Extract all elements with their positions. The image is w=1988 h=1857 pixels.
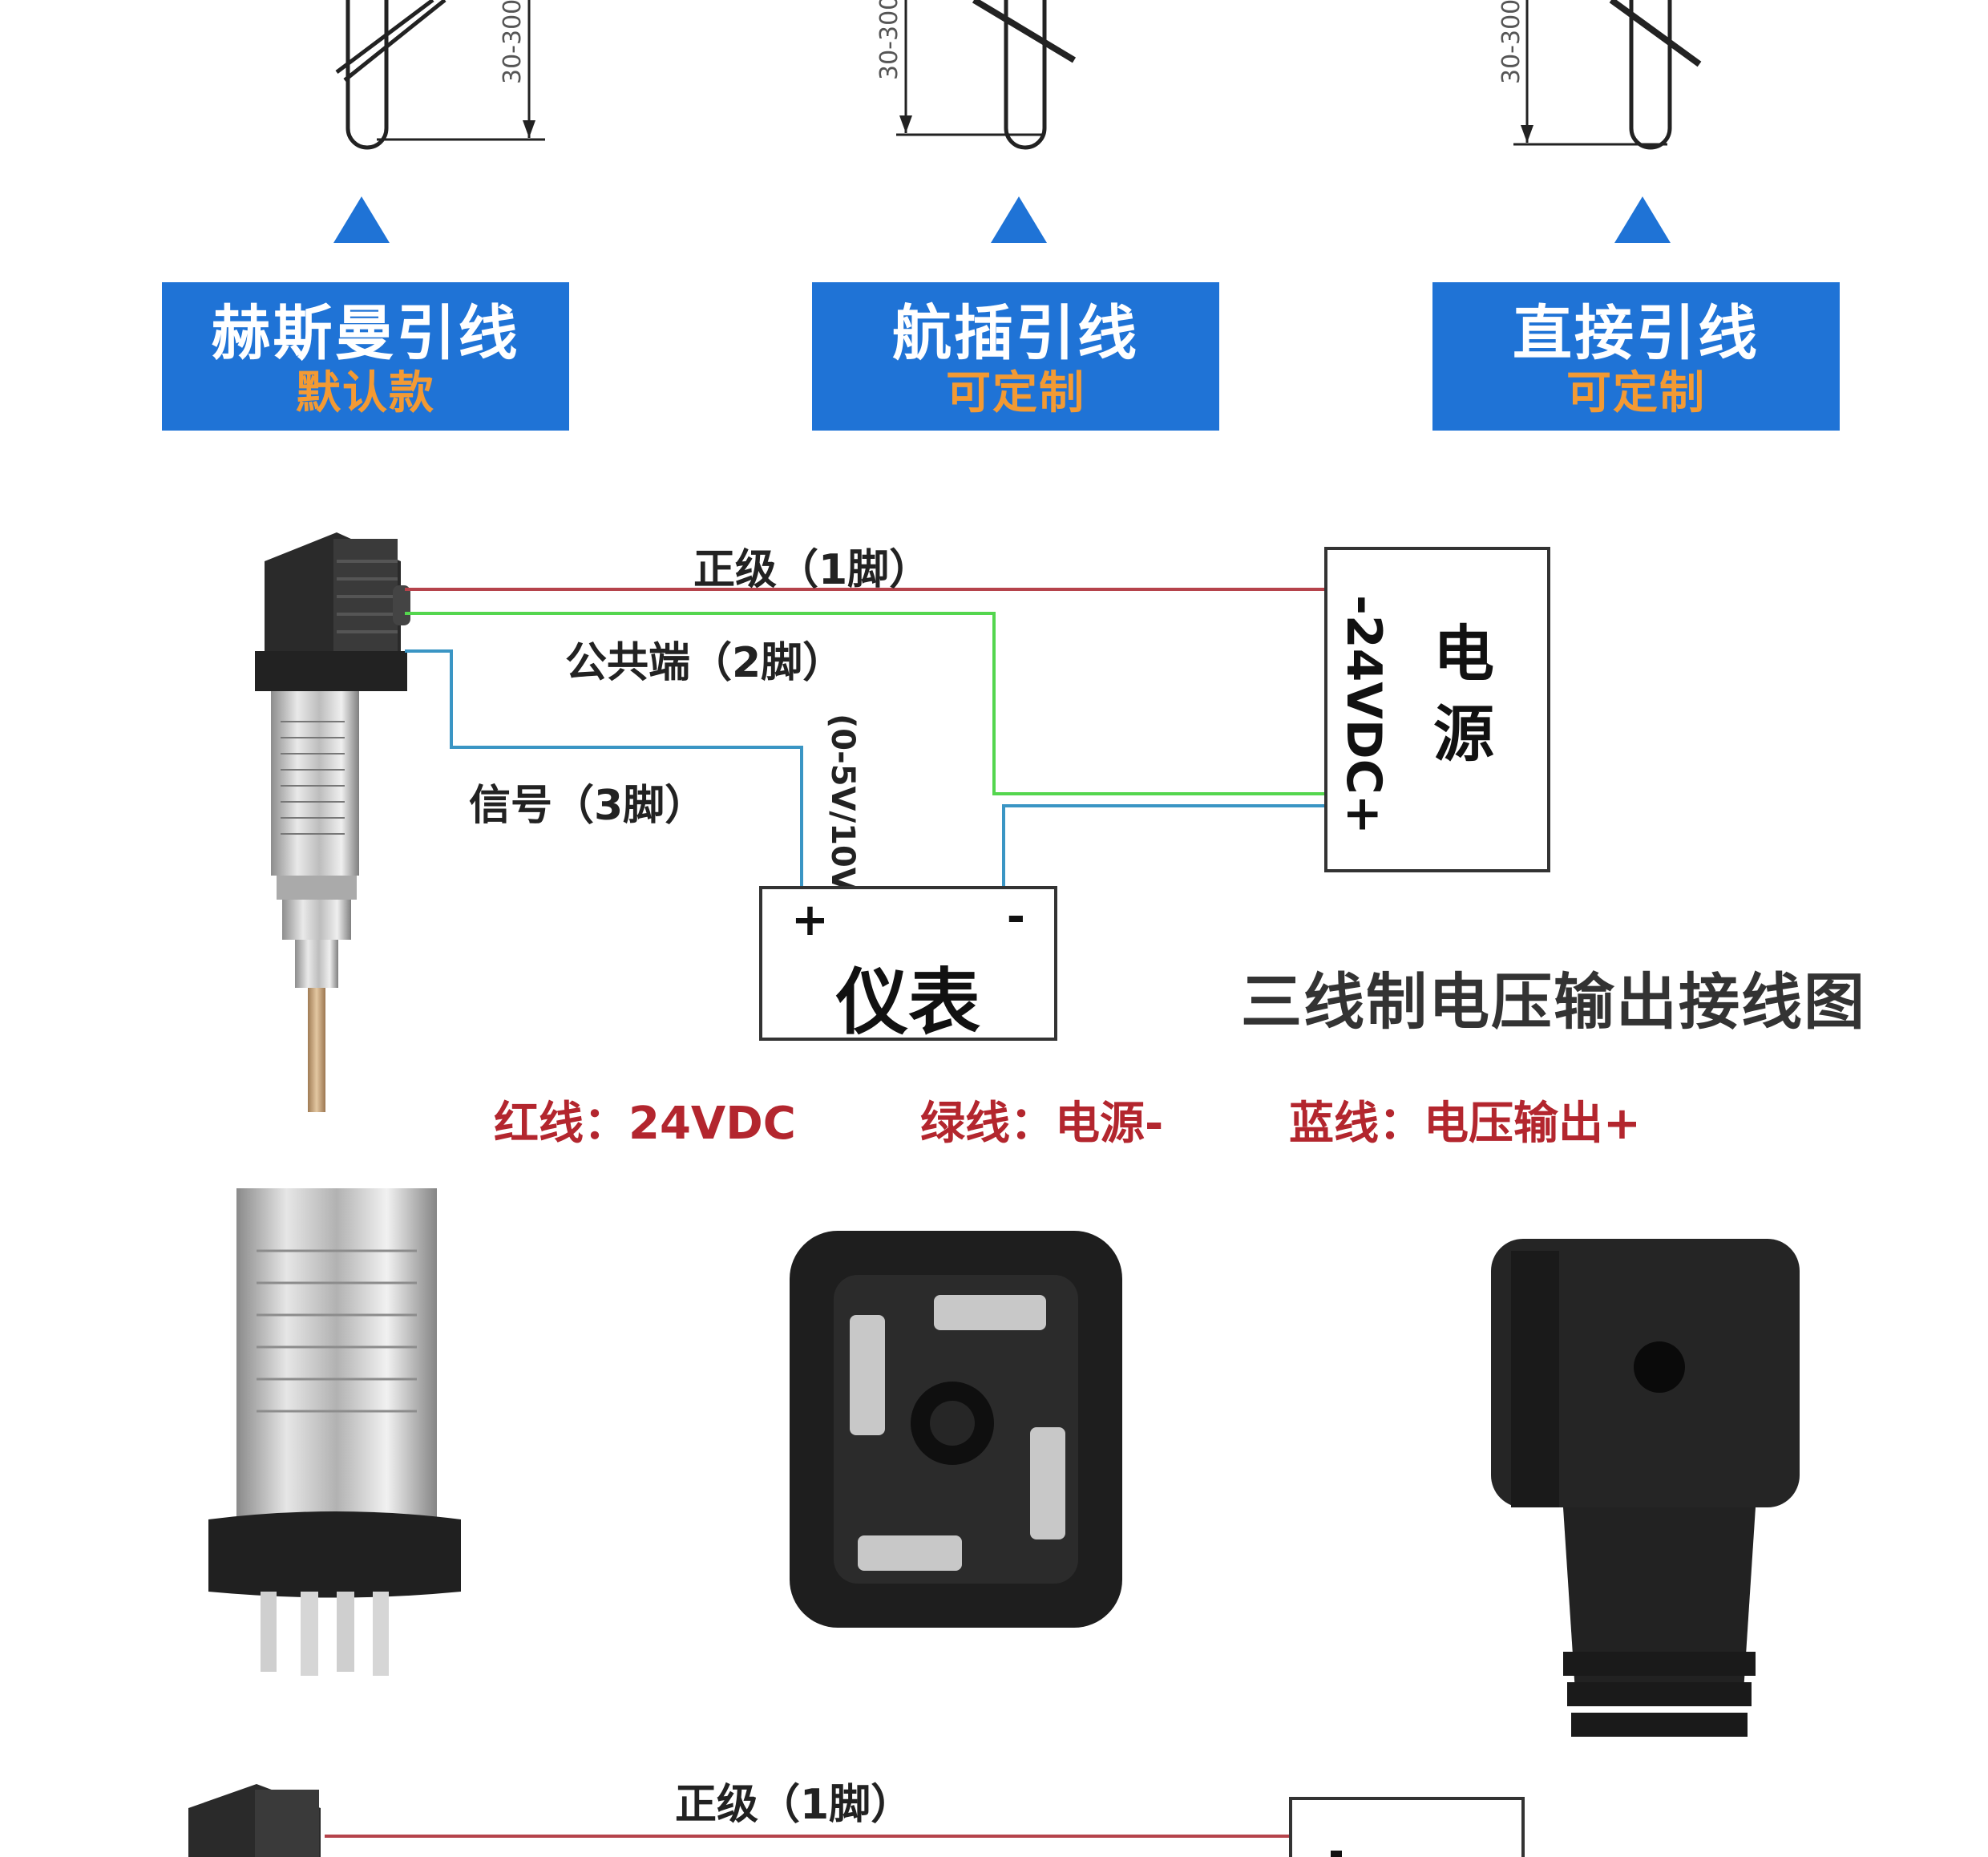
option-direct-lead: 直接引线 可定制 [1432,282,1840,431]
option-title: 赫斯曼引线 [211,299,520,368]
legend-red: 红线：24VDC [494,1098,796,1150]
sensor-body-photo [208,1188,461,1676]
pointer-triangle-2 [991,196,1047,243]
meter-plus: + [791,894,829,946]
power-supply-box: -24VDC+ 电 源 [1324,547,1550,872]
meter-box: + - 仪表 [759,886,1057,1045]
option-hirschmann: 赫斯曼引线 默认款 [162,282,569,431]
bottom-pin1-label: 正级（1脚） [675,1781,913,1829]
option-note: 默认款 [296,367,435,419]
power-supply-label: 电 源 [1424,614,1504,775]
connector-housing-photo [1491,1239,1800,1737]
pin3-label: 信号（3脚） [469,782,707,830]
green-wire [405,612,1335,795]
pointer-triangle-1 [333,196,390,243]
meter-minus: - [1006,891,1025,943]
probe-drawing-2 [896,0,1077,150]
bottom-diagram [188,1784,1525,1857]
transmitter-image [255,532,410,1112]
blue-wire-return [1002,804,1335,888]
option-title: 航插引线 [892,299,1139,368]
power-supply-char-1: 电 [1433,618,1494,690]
legend-green: 绿线：电源- [920,1098,1164,1150]
output-range-label: (0-5V/10V) [824,714,861,908]
pin2-label: 公共端（2脚） [565,639,845,687]
probe-drawing-3 [1513,0,1702,150]
probe-drawing-1 [335,0,545,150]
option-aviation-plug: 航插引线 可定制 [812,282,1219,431]
option-note: 可定制 [946,367,1085,419]
connector-face-photo [790,1231,1122,1628]
legend-blue: 蓝线：电压输出+ [1289,1098,1641,1150]
meter-label: 仪表 [836,961,980,1045]
power-supply-voltage: -24VDC+ [1335,594,1392,835]
option-note: 可定制 [1566,367,1706,419]
power-supply-char-2: 源 [1433,698,1494,770]
pointer-triangle-3 [1614,196,1671,243]
diagram-title: 三线制电压输出接线图 [1241,966,1866,1038]
pin1-label: 正级（1脚） [693,546,931,594]
blue-wire-signal [405,649,803,888]
option-title: 直接引线 [1513,299,1760,368]
